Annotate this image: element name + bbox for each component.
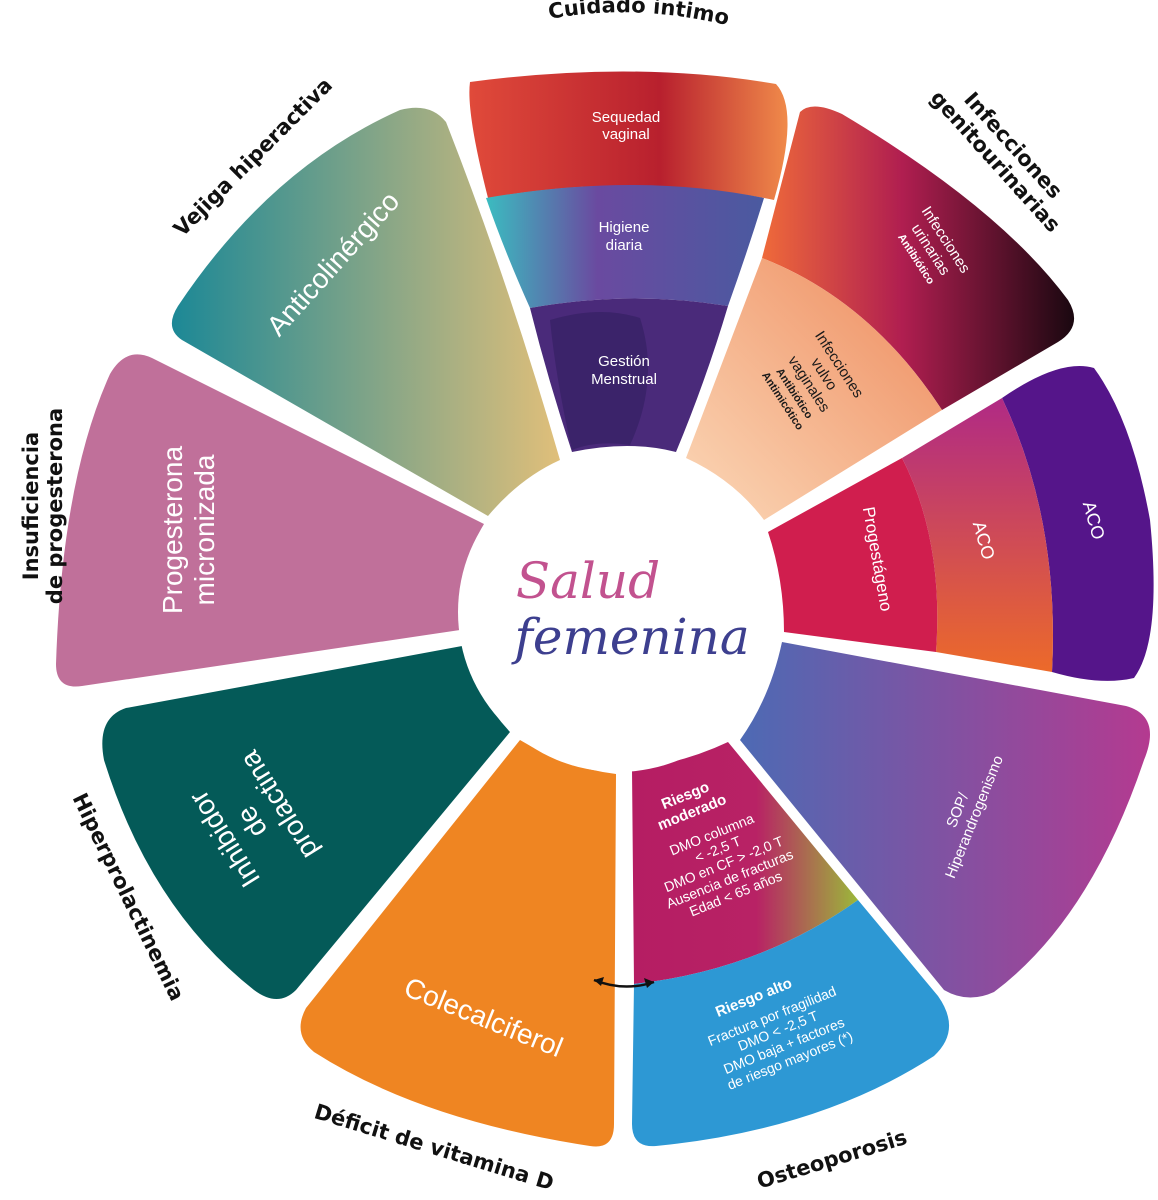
label-gestion-1: Gestión — [598, 353, 650, 370]
label-group-progesterona: Progesterona micronizada — [157, 446, 220, 615]
segment-progesterona — [56, 354, 484, 687]
band-infecciones-urinarias — [762, 106, 1075, 410]
label-progesterona-2: micronizada — [189, 454, 220, 605]
band-riesgo-moderado — [632, 742, 858, 984]
label-sequedad-1: Sequedad — [592, 109, 660, 126]
segment-cuidado-intimo — [469, 71, 788, 452]
segment-hiperprolactinemia — [102, 646, 510, 999]
label-higiene-1: Higiene — [599, 219, 650, 236]
segment-infecciones — [686, 106, 1075, 520]
category-cuidado-intimo: Cuidado íntimo — [546, 0, 731, 30]
segment-sop-hiperandrogenismo — [740, 642, 1150, 998]
label-higiene-2: diaria — [606, 237, 643, 254]
segment-vitamina-d — [300, 740, 616, 1147]
category-progesterona-2: de progesterona — [43, 408, 67, 604]
band-aco-inner — [902, 398, 1053, 672]
category-group-progesterona: Insuficiencia de progesterona — [19, 408, 67, 604]
center-title-salud: Salud — [516, 552, 660, 610]
center-title-femenina: femenina — [510, 608, 749, 666]
label-sequedad-2: vaginal — [602, 126, 650, 143]
segment-vejiga-hiperactiva — [171, 107, 560, 516]
segment-aco — [768, 366, 1154, 681]
band-aco-outer — [1002, 366, 1154, 681]
category-progesterona-1: Insuficiencia — [19, 432, 43, 580]
label-gestion-2: Menstrual — [591, 371, 657, 388]
band-sequedad-vaginal — [469, 71, 788, 200]
band-infecciones-vulvovaginales — [686, 258, 942, 520]
category-osteoporosis: Osteoporosis — [754, 1125, 910, 1193]
double-arrow-head-left — [594, 977, 604, 986]
band-gestion-shade — [550, 311, 648, 450]
center-circle — [458, 452, 778, 772]
band-progestageno — [768, 458, 938, 652]
double-arrow-head-right — [644, 978, 654, 988]
label-progesterona-1: Progesterona — [157, 446, 188, 615]
band-riesgo-alto — [632, 900, 950, 1147]
segment-osteoporosis — [632, 742, 950, 1147]
band-higiene-diaria — [486, 185, 764, 308]
